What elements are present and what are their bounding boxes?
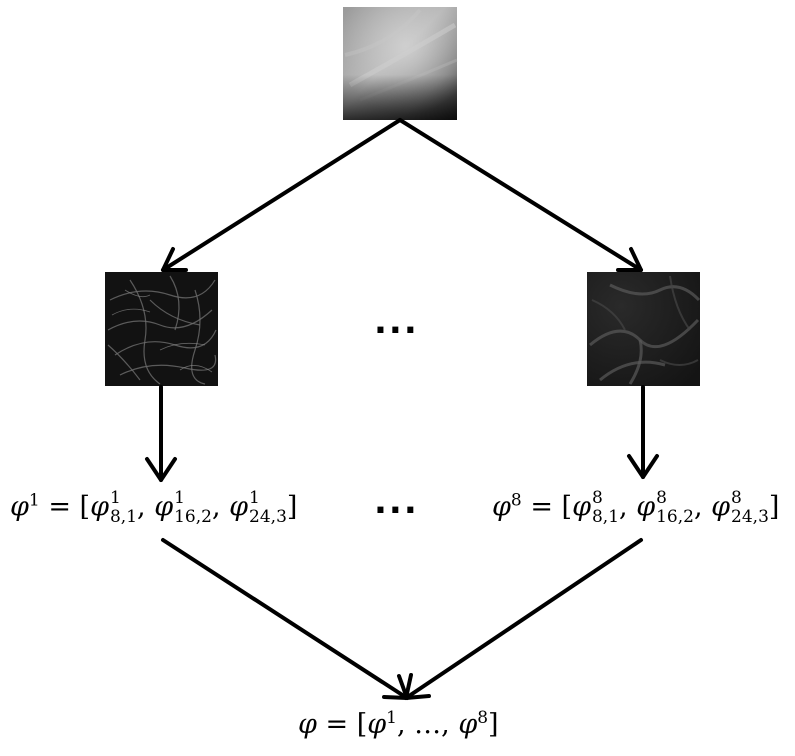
phi1-term-sup: 1 <box>174 488 185 508</box>
phi1-lhs-symbol: φ <box>10 491 29 523</box>
phi-last-symbol: φ <box>458 709 478 740</box>
phi-dots: … <box>414 709 442 740</box>
phi1-term-symbol: φ <box>90 491 109 523</box>
phi8-term-symbol: φ <box>636 491 656 523</box>
arrow-phi8-to-phi <box>404 538 643 700</box>
phi-first-sup: 1 <box>386 708 397 728</box>
arrow-left-patch-to-phi1 <box>145 385 177 482</box>
phi-last-sup: 8 <box>477 708 489 728</box>
phi8-term-symbol: φ <box>711 491 731 523</box>
ellipsis-bottom: ... <box>374 482 419 522</box>
phi8-lhs-symbol: φ <box>492 491 511 523</box>
phi1-term-sub: 24,3 <box>249 507 287 527</box>
phi1-term-sub: 8,1 <box>109 507 138 527</box>
phi1-term-sup: 1 <box>249 488 260 508</box>
phi8-term-sub: 8,1 <box>591 507 620 527</box>
input-patch-image <box>343 7 458 120</box>
phi8-term-sub: 16,2 <box>656 507 694 527</box>
arrow-phi1-to-phi <box>161 538 409 700</box>
arrow-input-to-left <box>161 118 402 272</box>
phi1-term-symbol: φ <box>229 491 249 523</box>
right-filtered-patch-image <box>587 272 701 386</box>
ellipsis-top: ... <box>374 302 419 342</box>
phi8-term-sup: 8 <box>731 488 742 508</box>
arrow-input-to-right <box>398 118 643 272</box>
left-filtered-patch-image <box>105 272 218 386</box>
phi1-term-symbol: φ <box>154 491 174 523</box>
phi1-term-sub: 16,2 <box>174 507 212 527</box>
phi-lhs-symbol: φ <box>298 709 317 740</box>
phi-first-symbol: φ <box>367 709 387 740</box>
phi8-term-sup: 8 <box>656 488 667 508</box>
phi8-lhs-sup: 8 <box>510 490 522 511</box>
phi8-term-sup: 8 <box>591 488 603 508</box>
phi1-lhs-sup: 1 <box>28 490 40 511</box>
phi1-term-sup: 1 <box>109 488 121 508</box>
phi8-term-sub: 24,3 <box>731 507 769 527</box>
phi8-term-symbol: φ <box>572 491 591 523</box>
phi-combined-label: φ = [φ1, …, φ8] <box>298 708 499 740</box>
arrow-right-patch-to-phi8 <box>627 385 659 479</box>
